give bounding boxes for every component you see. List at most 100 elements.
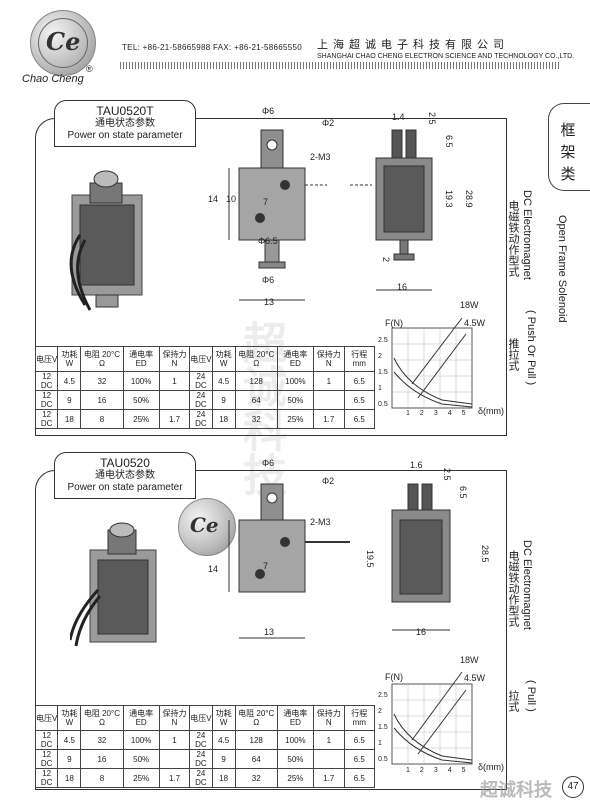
table-cell: 6.5 xyxy=(343,371,376,391)
col-holding: 保持力 N xyxy=(158,346,191,372)
subtitle-cn: 通电状态参数 xyxy=(95,118,155,129)
table-cell: 1 xyxy=(158,730,191,750)
xtick: 5 xyxy=(461,767,466,774)
dim-height-10: 10 xyxy=(226,194,237,204)
table-cell: 16 xyxy=(80,390,124,410)
category-en: Open Frame Solenoid xyxy=(556,215,568,323)
table-cell: 50% xyxy=(276,390,315,410)
product-panel-1 xyxy=(35,118,507,436)
col-duty: 通电率 ED xyxy=(122,705,160,731)
xtick: 5 xyxy=(461,410,466,417)
ytick: 1 xyxy=(378,740,382,747)
table-cell: 12 DC xyxy=(34,409,59,429)
product-panel-2 xyxy=(35,470,507,790)
contact-info: TEL: +86-21-58665988 FAX: +86-21-5866555… xyxy=(122,43,302,52)
dim-2-5: 2.5 xyxy=(442,468,452,481)
table-cell: 18 xyxy=(57,409,82,429)
col-duty: 通电率 ED xyxy=(276,705,315,731)
col-duty: 通电率 ED xyxy=(276,346,315,372)
dim-19-3: 19.3 xyxy=(444,190,454,208)
ytick: 1.5 xyxy=(378,369,388,376)
chart-2-xticks: 1 2 3 4 5 xyxy=(406,767,466,774)
logo-emblem xyxy=(178,498,236,556)
dim-hole-diameter: Φ2 xyxy=(322,118,335,128)
action-en-1: ( Push Or Pull ) xyxy=(525,310,537,386)
type-cn-2: 电磁铁动作型式 xyxy=(507,550,519,627)
table-cell: 16 xyxy=(80,749,124,769)
col-resistance: 电阻 20°C Ω xyxy=(80,705,124,731)
dim-offset-7: 7 xyxy=(263,197,269,207)
dim-6-5: 6.5 xyxy=(444,135,454,148)
model-tab-2: TAU0520 通电状态参数 Power on state parameter xyxy=(54,452,196,499)
type-en-2: DC Electromagnet xyxy=(521,540,533,630)
company-name-en: SHANGHAI CHAO CHENG ELECTRON SCIENCE AND… xyxy=(317,53,575,60)
table-cell: 6.5 xyxy=(343,768,376,788)
product-photo-2 xyxy=(70,522,157,647)
table-cell: 32 xyxy=(80,730,124,750)
front-view-drawing-2 xyxy=(228,483,350,639)
table-cell: 6.5 xyxy=(343,409,376,429)
col-duty: 通电率 ED xyxy=(122,346,160,372)
table-cell xyxy=(158,749,191,769)
col-holding: 保持力 N xyxy=(313,705,345,731)
table-cell: 4.5 xyxy=(57,730,82,750)
col-power: 功耗W xyxy=(211,705,236,731)
action-cn-2: 拉式 xyxy=(507,690,519,712)
table-cell: 1 xyxy=(313,371,345,391)
dim-28-5: 28.5 xyxy=(480,545,490,563)
table-cell: 64 xyxy=(234,390,278,410)
table-cell: 100% xyxy=(122,371,160,391)
col-stroke: 行程 mm xyxy=(343,346,376,372)
subtitle-en: Power on state parameter xyxy=(67,130,183,141)
dim-offset-7: 7 xyxy=(263,561,269,571)
dim-height-14: 14 xyxy=(208,194,219,204)
table-cell: 32 xyxy=(80,371,124,391)
company-name-cn: 上海超诚电子科技有限公司 xyxy=(317,39,509,51)
table-cell: 25% xyxy=(276,409,315,429)
dim-6-5: 6.5 xyxy=(458,486,468,499)
table-cell: 9 xyxy=(57,749,82,769)
product-photo-1 xyxy=(69,170,143,311)
table-cell: 64 xyxy=(234,749,278,769)
footer-watermark: 超诚科技 xyxy=(480,780,552,800)
dim-bottom-diameter: Φ6 xyxy=(262,275,275,285)
dim-height-14: 14 xyxy=(208,564,219,574)
table-cell: 18 xyxy=(211,409,236,429)
spec-table-1: 电压V 功耗W 电阻 20°C Ω 通电率 ED 保持力 N 电压V 功耗W 电… xyxy=(34,346,376,429)
table-cell: 6.5 xyxy=(343,749,376,769)
dim-width-16: 16 xyxy=(397,282,408,292)
table-cell: 4.5 xyxy=(211,371,236,391)
table-cell: 6.5 xyxy=(343,730,376,750)
ytick: 2.5 xyxy=(378,692,388,699)
xtick: 3 xyxy=(433,410,438,417)
front-view-drawing-1 xyxy=(228,129,327,301)
chart-1-xticks: 1 2 3 4 5 xyxy=(406,410,466,417)
table-cell: 18 xyxy=(57,768,82,788)
type-en-1: DC Electromagnet xyxy=(521,190,533,280)
xtick: 1 xyxy=(406,767,410,774)
model-name: TAU0520 xyxy=(100,456,150,470)
table-cell: 18 xyxy=(211,768,236,788)
page-number: 47 xyxy=(562,776,584,798)
table-cell: 12 DC xyxy=(34,371,59,391)
chart-1-xlabel: δ(mm) xyxy=(478,406,504,416)
xtick: 1 xyxy=(406,410,410,417)
logo-emblem-mark: Ce xyxy=(190,513,219,537)
chart-2-series-4-5w: 4.5W xyxy=(464,673,486,683)
table-cell: 50% xyxy=(122,390,160,410)
model-tab-1: TAU0520T 通电状态参数 Power on state parameter xyxy=(54,100,196,147)
action-en-2: ( Pull ) xyxy=(525,680,537,712)
table-cell: 24 DC xyxy=(189,749,213,769)
subtitle-en: Power on state parameter xyxy=(67,482,183,493)
xtick: 2 xyxy=(419,767,424,774)
ytick: 0.5 xyxy=(378,756,388,763)
dim-width-13: 13 xyxy=(264,297,275,307)
table-cell: 4.5 xyxy=(211,730,236,750)
chart-1-series-18w: 18W xyxy=(460,300,479,310)
category-cn: 框架类 xyxy=(560,122,576,183)
dim-top-diameter: Φ6 xyxy=(262,106,275,116)
ytick: 1.5 xyxy=(378,724,388,731)
